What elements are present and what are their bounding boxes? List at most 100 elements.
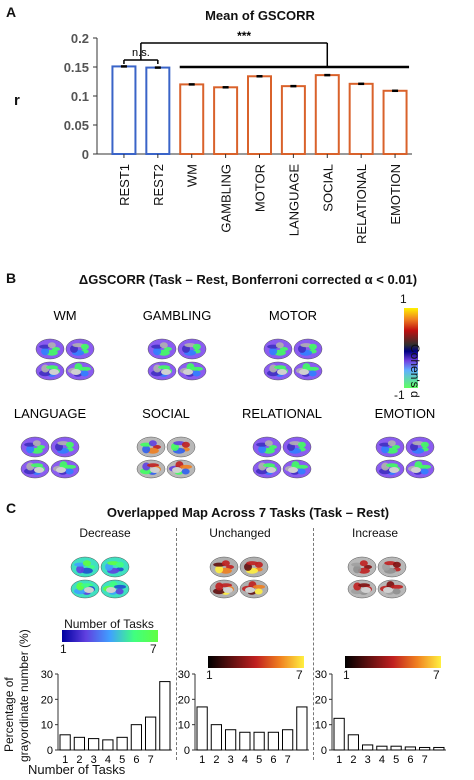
x-tick-label: WM	[185, 164, 200, 187]
brain-emotion	[375, 436, 435, 479]
y-tick-label: 0.2	[71, 31, 89, 46]
sig-annotation: ***	[237, 29, 251, 43]
x-tick-label: REST1	[117, 164, 132, 206]
bar-rest2	[145, 66, 171, 155]
decrease-colorbar	[62, 630, 158, 642]
task-label-wm: WM	[53, 308, 76, 323]
separator-2	[313, 528, 314, 760]
hist-x-tick-label: 7	[285, 754, 291, 765]
hist-y-tick-label: 30	[41, 669, 53, 681]
hist-bar	[419, 746, 431, 751]
increase-colorbar-min: 1	[343, 668, 350, 682]
hist-bar	[333, 717, 345, 751]
hist-bar	[210, 724, 222, 751]
hist-x-tick-label: 3	[365, 754, 371, 765]
x-tick-label: EMOTION	[388, 164, 403, 225]
hist-y-tick-label: 20	[41, 694, 53, 706]
overlap-brain-maps	[70, 556, 407, 599]
hist-y-tick-label: 20	[315, 694, 327, 706]
y-tick-label: 0.1	[71, 89, 89, 104]
hist-x-tick-label: 4	[242, 754, 248, 765]
colorbar-label: Cohen's d	[408, 344, 422, 398]
hist-x-tick-label: 5	[119, 754, 125, 765]
x-tick-label: LANGUAGE	[286, 164, 301, 237]
increase-colorbar-max: 7	[433, 668, 440, 682]
hist-bar	[390, 745, 402, 751]
hist-bar	[253, 731, 265, 751]
brain-social	[136, 436, 196, 479]
x-tick-label: REST2	[151, 164, 166, 206]
hist-y-tick-label: 0	[184, 745, 190, 757]
hist-y-tick-label: 0	[321, 745, 327, 757]
hist-x-tick-label: 2	[213, 754, 219, 765]
hist-x-tick-label: 7	[422, 754, 428, 765]
hist-x-tick-label: 6	[407, 754, 413, 765]
decrease-colorbar-min: 1	[60, 642, 67, 656]
panel-a-ylabel: r	[14, 92, 20, 109]
hist-bar	[362, 744, 374, 751]
x-tick-label: MOTOR	[253, 164, 268, 212]
y-tick-label: 0.15	[64, 60, 89, 75]
hist-x-tick-label: 2	[76, 754, 82, 765]
hist-xlabel: Number of Tasks	[28, 762, 126, 777]
unchanged-colorbar-min: 1	[206, 668, 213, 682]
hist-bar	[296, 706, 308, 751]
brain-motor	[263, 338, 323, 381]
hist-bar	[59, 734, 71, 751]
bar-gambling	[213, 86, 239, 155]
hist-x-tick-label: 1	[199, 754, 205, 765]
hist-x-tick-label: 1	[336, 754, 342, 765]
brain-gambling	[147, 338, 207, 381]
y-tick-label: 0	[82, 147, 89, 162]
hist-x-tick-label: 5	[256, 754, 262, 765]
map-increase-label: Increase	[351, 526, 399, 540]
hist-y-tick-label: 10	[315, 720, 327, 732]
x-tick-label: SOCIAL	[320, 164, 335, 212]
map-unchanged-label: Unchanged	[209, 526, 271, 540]
hist-y-tick-label: 10	[178, 720, 190, 732]
hist-y-tick-label: 20	[178, 694, 190, 706]
task-label-relational: RELATIONAL	[242, 406, 322, 421]
hist-y-tick-label: 30	[178, 669, 190, 681]
hist-y-tick-label: 0	[47, 745, 53, 757]
hist-x-tick-label: 1	[62, 754, 68, 765]
colorbar-min: -1	[394, 388, 405, 402]
brain-relational	[252, 436, 312, 479]
separator-1	[176, 528, 177, 760]
hist-bar	[73, 736, 85, 751]
hist-bar	[239, 731, 251, 751]
hist-bar	[130, 724, 142, 751]
decrease-colorbar-max: 7	[150, 642, 157, 656]
hist-x-tick-label: 6	[270, 754, 276, 765]
hist-bar	[102, 739, 114, 751]
panel-c-letter: C	[6, 500, 17, 516]
hist-x-tick-label: 3	[91, 754, 97, 765]
panel-a-title: Mean of GSCORR	[205, 8, 315, 23]
task-label-motor: MOTOR	[269, 308, 317, 323]
bar-motor	[247, 75, 272, 155]
hist-bar	[282, 729, 294, 751]
task-label-gambling: GAMBLING	[143, 308, 212, 323]
hist-x-tick-label: 2	[350, 754, 356, 765]
bar-rest1	[111, 65, 137, 155]
colorbar-max: 1	[400, 292, 407, 306]
hist-bar	[433, 746, 445, 751]
brain-unchanged	[209, 556, 269, 599]
bar-language	[280, 85, 306, 155]
brain-increase	[347, 556, 407, 599]
hist-x-tick-label: 4	[105, 754, 111, 765]
hist-bar	[225, 729, 237, 751]
panel-a-letter: A	[6, 4, 17, 20]
hist-bar	[376, 745, 388, 751]
hist-y-tick-label: 30	[315, 669, 327, 681]
unchanged-colorbar	[208, 656, 304, 668]
bar-relational	[348, 82, 374, 155]
panel-b-title: ΔGSCORR (Task – Rest, Bonferroni correct…	[78, 272, 418, 287]
y-tick-label: 0.05	[64, 118, 89, 133]
increase-colorbar	[345, 656, 441, 668]
task-label-language: LANGUAGE	[14, 406, 87, 421]
hist-bar	[347, 734, 359, 751]
bar-emotion	[382, 89, 408, 155]
